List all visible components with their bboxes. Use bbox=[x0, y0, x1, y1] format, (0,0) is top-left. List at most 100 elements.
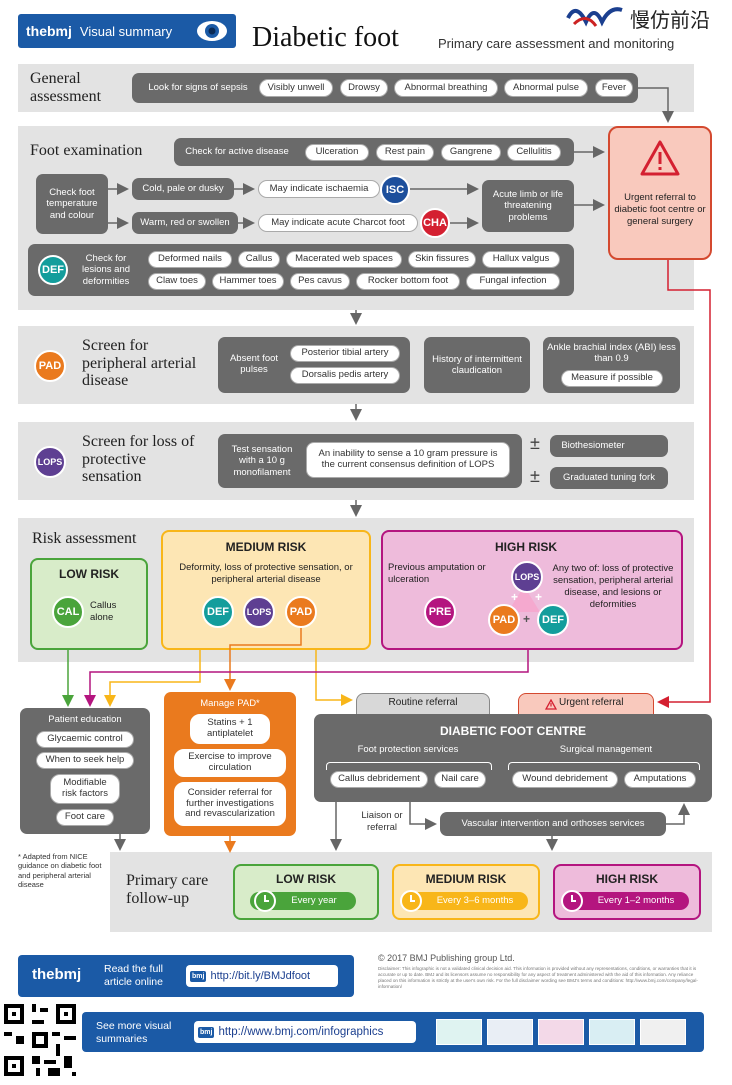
fps-pill: Callus debridement bbox=[330, 771, 428, 788]
lops-definition: An inability to sense a 10 gram pressure… bbox=[306, 442, 510, 478]
article-link[interactable]: bmj http://bit.ly/BMJdfoot bbox=[186, 965, 338, 987]
read-article-text: Read the full article online bbox=[104, 963, 163, 988]
sign-pill: Abnormal pulse bbox=[504, 79, 588, 97]
education-pill: Foot care bbox=[56, 809, 114, 826]
surgical-pill: Wound debridement bbox=[512, 771, 618, 788]
cha-badge: CHA bbox=[420, 208, 450, 238]
lesions-lead: Check for lesions and deformities bbox=[81, 252, 131, 287]
sign-pill: Drowsy bbox=[340, 79, 388, 97]
clock-icon bbox=[253, 889, 277, 918]
followup-title: Primary care follow-up bbox=[126, 872, 209, 907]
monofilament-lead: Test sensation with a 10 g monofilament bbox=[231, 443, 293, 478]
lesion-pill: Fungal infection bbox=[466, 273, 560, 290]
urgent-referral-text: Urgent referral to diabetic foot centre … bbox=[614, 192, 706, 227]
summary-thumbnail[interactable] bbox=[436, 1019, 482, 1045]
lesion-pill: Hallux valgus bbox=[482, 251, 560, 268]
def-badge: DEF bbox=[202, 596, 234, 628]
temp-lead: Check foot temperature and colour bbox=[46, 186, 98, 221]
medium-risk-title: MEDIUM RISK bbox=[225, 540, 307, 554]
callus-alone-text: Callus alone bbox=[90, 600, 117, 623]
qr-code bbox=[0, 1000, 80, 1080]
education-pill: When to seek help bbox=[36, 752, 134, 769]
pulses-lead: Absent foot pulses bbox=[229, 352, 279, 375]
followup-high-title: HIGH RISK bbox=[595, 872, 658, 886]
disclaimer: Disclaimer: This infographic is not a va… bbox=[378, 966, 698, 989]
risk-title: Risk assessment bbox=[32, 530, 137, 547]
manage-pad-pill: Consider referral for further investigat… bbox=[174, 782, 286, 826]
bmj-mini-icon: bmj bbox=[198, 1026, 215, 1038]
abi-action-pill: Measure if possible bbox=[561, 370, 663, 387]
page-subtitle: Primary care assessment and monitoring bbox=[438, 36, 675, 51]
cold-label: Cold, pale or dusky bbox=[142, 183, 224, 195]
followup-high-freq: Every 1–2 months bbox=[597, 895, 675, 907]
lesion-pill: Rocker bottom foot bbox=[356, 273, 460, 290]
article-url[interactable]: http://bit.ly/BMJdfoot bbox=[210, 970, 311, 982]
small-warning-icon bbox=[544, 697, 558, 715]
page-title: Diabetic foot bbox=[252, 22, 399, 53]
followup-low-freq: Every year bbox=[291, 895, 337, 907]
low-risk-title: LOW RISK bbox=[59, 567, 119, 581]
claudication-label: History of intermittent claudication bbox=[432, 353, 522, 376]
active-pill: Gangrene bbox=[441, 144, 501, 161]
sign-pill: Fever bbox=[595, 79, 633, 97]
pad-badge: PAD bbox=[34, 350, 66, 382]
foot-exam-title: Foot examination bbox=[30, 142, 143, 159]
bmj-mini-icon: bmj bbox=[190, 970, 207, 982]
fps-title: Foot protection services bbox=[357, 744, 459, 756]
lesion-pill: Callus bbox=[238, 251, 280, 268]
summary-thumbnail[interactable] bbox=[487, 1019, 533, 1045]
eye-icon bbox=[196, 20, 228, 47]
acute-label: Acute limb or life threatening problems bbox=[492, 188, 564, 223]
header-badge: thebmj Visual summary bbox=[18, 14, 236, 48]
def-badge: DEF bbox=[38, 255, 68, 285]
abi-label: Ankle brachial index (ABI) less than 0.9 bbox=[547, 341, 676, 364]
medium-risk-text: Deformity, loss of protective sensation,… bbox=[179, 562, 353, 585]
footnote: * Adapted from NICE guidance on diabetic… bbox=[18, 852, 102, 890]
summary-thumbnail[interactable] bbox=[640, 1019, 686, 1045]
tuning-fork-label: Graduated tuning fork bbox=[563, 472, 655, 484]
claudication-box bbox=[424, 337, 530, 393]
active-pill: Ulceration bbox=[305, 144, 369, 161]
pulse-pill: Posterior tibial artery bbox=[290, 345, 400, 362]
followup-medium-title: MEDIUM RISK bbox=[425, 872, 507, 886]
plus-minus-icon: ± bbox=[530, 466, 540, 486]
acute-box bbox=[482, 180, 574, 232]
more-summaries-text: See more visual summaries bbox=[96, 1020, 172, 1045]
lesion-pill: Skin fissures bbox=[408, 251, 476, 268]
plus-sign: + bbox=[523, 612, 531, 626]
infographics-url[interactable]: http://www.bmj.com/infographics bbox=[218, 1026, 384, 1038]
pad-title: Screen for peripheral arterial disease bbox=[82, 337, 197, 390]
infographics-link[interactable]: bmj http://www.bmj.com/infographics bbox=[194, 1021, 416, 1043]
followup-low-bar bbox=[250, 892, 356, 910]
followup-medium-freq: Every 3–6 months bbox=[436, 895, 514, 907]
warm-label: Warm, red or swollen bbox=[140, 217, 230, 229]
urgent-referral-tab-label: Urgent referral bbox=[559, 697, 624, 708]
lesion-pill: Deformed nails bbox=[148, 251, 232, 268]
summary-thumbnail[interactable] bbox=[589, 1019, 635, 1045]
watermark-logo: 慢仿前沿 bbox=[566, 0, 730, 32]
fps-bracket bbox=[326, 762, 492, 770]
temp-box bbox=[36, 174, 108, 234]
previous-amputation-text: Previous amputation or ulceration bbox=[388, 562, 486, 585]
lesion-pill: Hammer toes bbox=[212, 273, 284, 290]
watermark-swoosh-icon bbox=[566, 7, 623, 27]
sign-pill: Visibly unwell bbox=[259, 79, 333, 97]
pad-badge: PAD bbox=[488, 604, 520, 636]
vascular-label: Vascular intervention and orthoses servi… bbox=[461, 818, 645, 830]
pre-badge: PRE bbox=[424, 596, 456, 628]
tuning-fork-box bbox=[550, 467, 668, 489]
plus-minus-icon: ± bbox=[530, 433, 540, 453]
warning-icon bbox=[640, 140, 680, 181]
routine-referral-tab bbox=[356, 693, 490, 717]
bmj-logo: thebmj bbox=[26, 23, 72, 39]
summary-thumbnail[interactable] bbox=[538, 1019, 584, 1045]
any-two-text: Any two of: loss of protective sensation… bbox=[552, 563, 674, 610]
education-title: Patient education bbox=[48, 714, 122, 726]
lesion-pill: Claw toes bbox=[148, 273, 206, 290]
active-pill: Rest pain bbox=[376, 144, 434, 161]
isc-badge: ISC bbox=[380, 175, 410, 205]
high-risk-triangle bbox=[506, 584, 542, 619]
followup-medium-bar bbox=[402, 892, 528, 910]
lops-title: Screen for loss of protective sensation bbox=[82, 433, 195, 486]
